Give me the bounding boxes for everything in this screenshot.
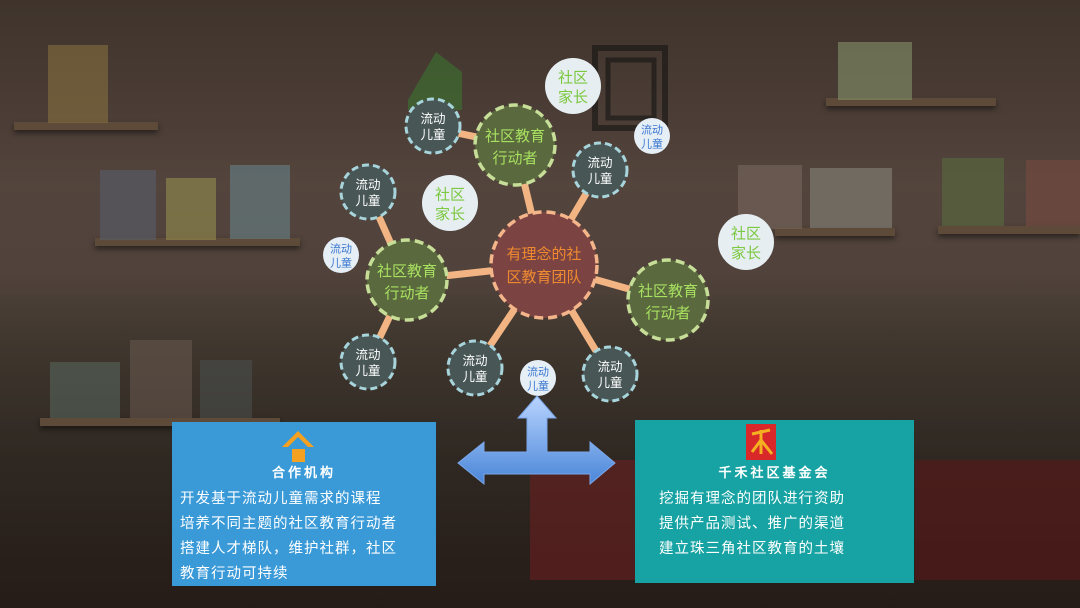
parent-node-label: 社区	[435, 185, 465, 203]
child-node: 流动儿童	[571, 141, 629, 199]
book	[200, 360, 252, 418]
partner-line: 教育行动可持续	[180, 566, 289, 582]
small-child-node-label: 流动	[527, 364, 549, 378]
actor-node: 社区教育 行动者	[626, 258, 710, 342]
small-child-node: 流动儿童	[323, 237, 359, 273]
actor-node: 社区教育 行动者	[365, 238, 449, 322]
house-icon	[282, 431, 314, 462]
child-node-label: 流动	[420, 111, 445, 126]
parent-node-label: 家长	[435, 205, 465, 223]
small-child-node-label: 儿童	[527, 379, 549, 393]
foundation-panel: 千禾社区基金会 挖掘有理念的团队进行资助 提供产品测试、推广的渠道 建立珠三角社…	[635, 420, 914, 583]
actor-label: 社区教育	[638, 282, 698, 300]
parent-node-label: 家长	[731, 244, 761, 262]
partner-line: 搭建人才梯队，维护社群，社区	[180, 541, 397, 557]
actor-label: 社区教育	[377, 262, 437, 280]
small-child-node: 流动儿童	[520, 360, 556, 396]
small-child-node-label: 流动	[641, 122, 663, 136]
partner-line: 开发基于流动儿童需求的课程	[180, 491, 382, 507]
actor-label: 社区教育	[485, 127, 545, 145]
book	[838, 42, 912, 100]
book	[100, 170, 156, 240]
book	[230, 165, 290, 239]
partner-panel: 合作机构 开发基于流动儿童需求的课程 培养不同主题的社区教育行动者 搭建人才梯队…	[172, 422, 436, 586]
child-node-label: 流动	[597, 359, 622, 374]
shelf	[95, 238, 300, 246]
child-node: 流动儿童	[581, 345, 639, 403]
child-node: 流动儿童	[404, 97, 462, 155]
child-node-label: 流动	[587, 155, 612, 170]
shelf	[14, 122, 158, 130]
actor-node: 社区教育 行动者	[473, 103, 557, 187]
foundation-line: 提供产品测试、推广的渠道	[659, 516, 845, 532]
book	[942, 158, 1004, 226]
child-node-label: 儿童	[355, 193, 380, 208]
small-child-node-label: 儿童	[641, 137, 663, 151]
partner-title: 合作机构	[271, 466, 336, 481]
child-node-label: 儿童	[420, 127, 445, 142]
child-node-label: 流动	[462, 353, 487, 368]
book	[1026, 160, 1080, 226]
child-node-label: 流动	[355, 177, 380, 192]
shelf	[938, 226, 1080, 234]
shelf	[826, 98, 996, 106]
red-sofa	[915, 460, 1080, 580]
book	[50, 362, 120, 418]
foundation-line: 挖掘有理念的团队进行资助	[659, 491, 845, 507]
child-node: 流动儿童	[339, 333, 397, 391]
child-node-label: 儿童	[355, 363, 380, 378]
foundation-line: 建立珠三角社区教育的土壤	[659, 541, 845, 557]
foundation-title: 千禾社区基金会	[718, 466, 831, 481]
center-label: 有理念的社	[506, 245, 581, 263]
center-label: 区教育团队	[506, 268, 581, 286]
shelf	[40, 418, 280, 426]
partner-line: 培养不同主题的社区教育行动者	[180, 516, 397, 532]
actor-label: 行动者	[384, 284, 429, 302]
book	[166, 178, 216, 240]
child-node-label: 儿童	[587, 171, 612, 186]
child-node: 流动儿童	[339, 163, 397, 221]
book	[810, 168, 892, 228]
small-child-node: 流动儿童	[634, 118, 670, 154]
child-node: 流动儿童	[446, 339, 504, 397]
small-child-node-label: 儿童	[330, 256, 352, 270]
book	[130, 340, 192, 418]
child-node-label: 儿童	[597, 375, 622, 390]
parent-node-label: 家长	[558, 88, 588, 106]
foundation-logo-icon	[746, 424, 776, 460]
small-child-node-label: 流动	[330, 241, 352, 255]
child-node-label: 儿童	[462, 369, 487, 384]
child-node-label: 流动	[355, 347, 380, 362]
shelf	[775, 228, 895, 236]
book	[48, 45, 108, 123]
actor-label: 行动者	[645, 304, 690, 322]
actor-label: 行动者	[492, 149, 537, 167]
three-way-arrow-icon	[457, 395, 616, 486]
parent-node-label: 社区	[558, 68, 588, 86]
center-node: 有理念的社 区教育团队	[489, 210, 599, 320]
parent-node-label: 社区	[731, 224, 761, 242]
